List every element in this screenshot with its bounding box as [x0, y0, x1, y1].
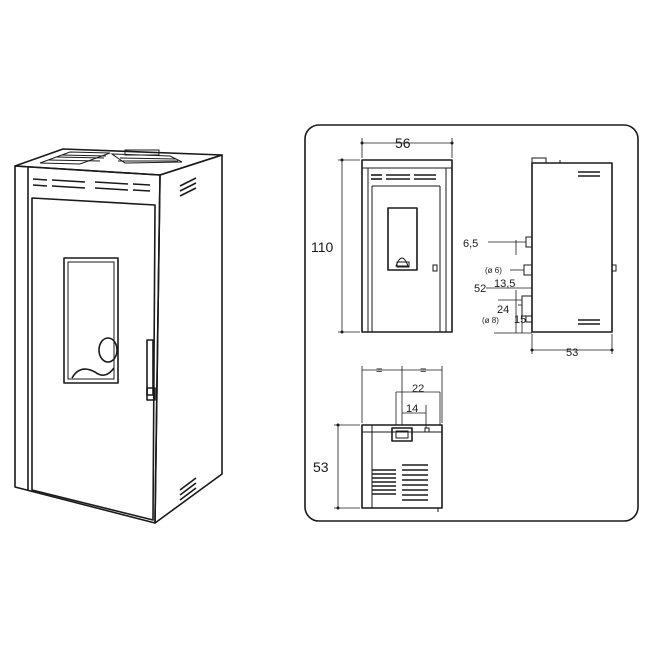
side-label-5: (ø 8) — [482, 316, 499, 325]
top-equal-right: = — [420, 365, 426, 377]
top-label-14: 14 — [406, 403, 418, 415]
fire-window — [63, 257, 119, 384]
drawing-frame — [304, 124, 639, 522]
side-label-4: 24 — [497, 304, 509, 316]
door-handle — [146, 339, 154, 396]
top-lid — [124, 149, 160, 156]
side-view — [486, 157, 617, 354]
front-view-window — [387, 207, 418, 271]
burn-pot — [71, 367, 115, 379]
side-label-3: 52 — [474, 283, 486, 295]
front-view — [338, 138, 454, 334]
top-equal-left: = — [376, 365, 382, 377]
stove-door — [31, 197, 156, 521]
front-view-body — [361, 159, 453, 333]
front-height-label: 110 — [311, 239, 334, 255]
side-label-2: 13,5 — [494, 278, 515, 290]
top-view — [334, 366, 443, 512]
stove-perspective-illustration — [14, 148, 223, 524]
stove-side-face — [154, 154, 223, 524]
front-width-label: 56 — [395, 135, 411, 151]
top-view-flue — [391, 427, 413, 442]
top-view-grille — [372, 464, 428, 501]
stove-front-face — [14, 165, 161, 524]
side-depth-label: 53 — [566, 347, 578, 359]
stove-top — [14, 148, 223, 176]
top-grate-left — [39, 151, 111, 165]
side-view-body — [531, 162, 613, 333]
side-label-1: (ø 6) — [485, 266, 502, 275]
top-depth-label: 53 — [313, 459, 329, 475]
flame-shape — [98, 337, 118, 363]
side-label-6: 15 — [514, 314, 526, 326]
side-label-0: 6,5 — [463, 238, 478, 250]
top-label-22: 22 — [412, 383, 424, 395]
